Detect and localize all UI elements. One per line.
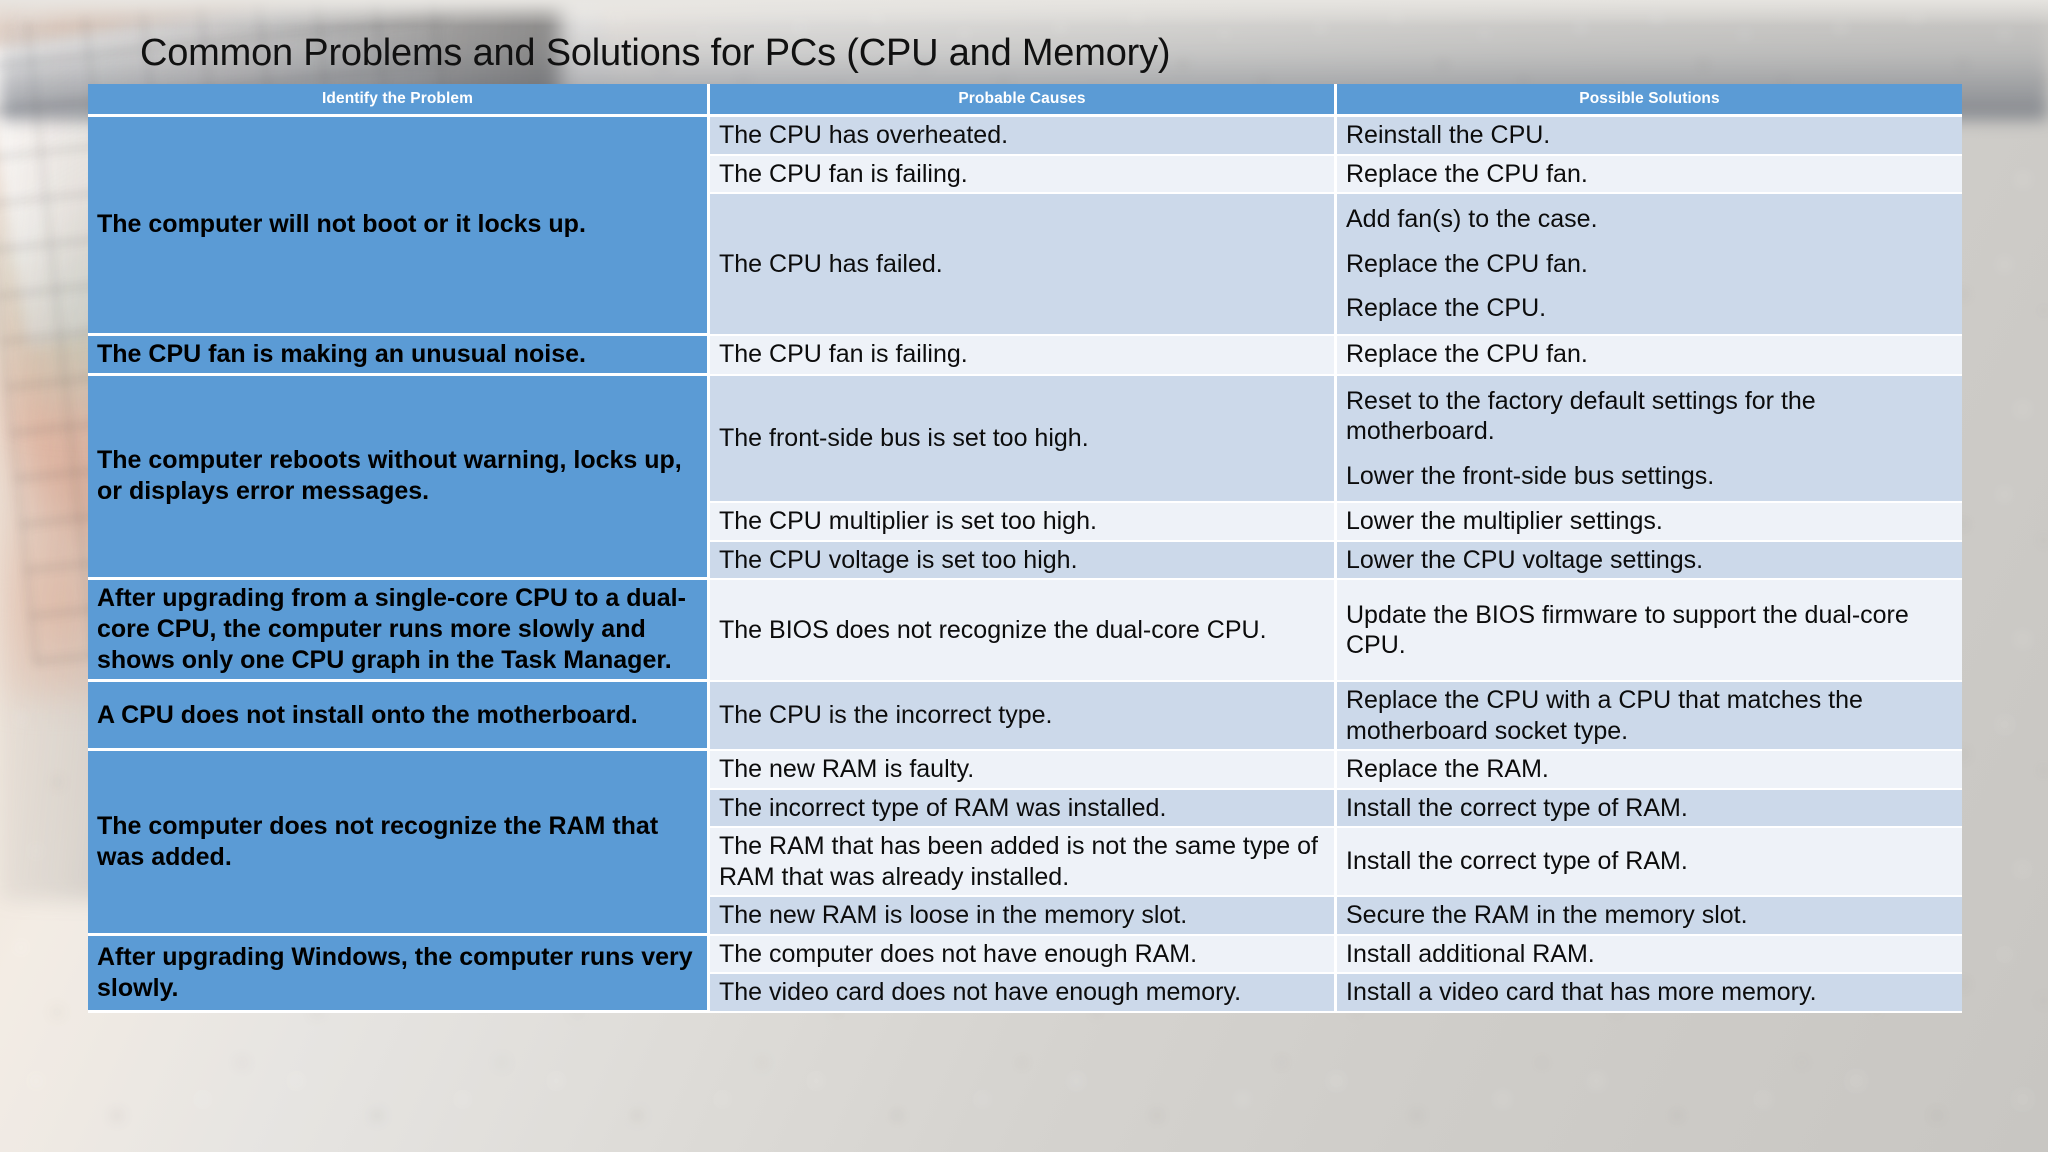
troubleshooting-table: Identify the Problem Probable Causes Pos… — [88, 84, 1962, 1013]
cause-cell: The incorrect type of RAM was installed. — [710, 789, 1337, 828]
table-row: The RAM that has been added is not the s… — [88, 828, 1962, 897]
cause-cell: The CPU fan is failing. — [710, 335, 1337, 376]
solution-cell: Install the correct type of RAM. — [1337, 828, 1962, 897]
solution-cell: Install a video card that has more memor… — [1337, 974, 1962, 1013]
table-row: The computer will not boot or it locks u… — [88, 117, 1962, 336]
table-row: The computer does not recognize the RAM … — [88, 751, 1962, 936]
problem-cell: After upgrading Windows, the computer ru… — [88, 935, 710, 1013]
solution-cell: Replace the CPU with a CPU that matches … — [1337, 682, 1962, 751]
cause-cell: The new RAM is loose in the memory slot. — [710, 897, 1337, 936]
cause-cell: The CPU fan is failing. — [710, 155, 1337, 194]
cause-cell: The computer does not have enough RAM. — [710, 935, 1337, 974]
solution-cell: Secure the RAM in the memory slot. — [1337, 897, 1962, 936]
column-header-possible-solutions: Possible Solutions — [1337, 84, 1962, 117]
cause-cell: The RAM that has been added is not the s… — [710, 828, 1337, 897]
problem-cell: The computer reboots without warning, lo… — [88, 375, 710, 580]
problem-cell: The computer will not boot or it locks u… — [88, 117, 710, 336]
solution-item: Reset to the factory default settings fo… — [1346, 386, 1816, 446]
solution-item: Replace the CPU. — [1346, 294, 1547, 322]
solution-list: Add fan(s) to the case. Replace the CPU f… — [1346, 197, 1954, 331]
solution-cell: Reinstall the CPU. — [1337, 117, 1962, 156]
column-header-probable-causes: Probable Causes — [710, 84, 1337, 117]
cause-cell: The CPU has overheated. — [710, 117, 1337, 156]
cause-cell: The CPU voltage is set too high. — [710, 541, 1337, 580]
solution-cell: Lower the multiplier settings. — [1337, 503, 1962, 542]
problem-cell: The computer does not recognize the RAM … — [88, 751, 710, 936]
table-row: The CPU fan is failing.Replace the CPU f… — [88, 155, 1962, 194]
troubleshooting-table-wrapper: Identify the Problem Probable Causes Pos… — [88, 84, 1962, 1013]
cause-cell: The BIOS does not recognize the dual-cor… — [710, 580, 1337, 682]
table-row: The incorrect type of RAM was installed.… — [88, 789, 1962, 828]
solution-item: Replace the CPU fan. — [1346, 249, 1588, 278]
table-body: The computer will not boot or it locks u… — [88, 117, 1962, 1013]
table-row: The CPU has failed.Add fan(s) to the cas… — [88, 194, 1962, 336]
solution-cell: Replace the RAM. — [1337, 751, 1962, 790]
problem-cell: The CPU fan is making an unusual noise. — [88, 335, 710, 376]
table-row: After upgrading Windows, the computer ru… — [88, 935, 1962, 1013]
page-title: Common Problems and Solutions for PCs (C… — [140, 32, 1171, 74]
table-row: After upgrading from a single-core CPU t… — [88, 580, 1962, 682]
solution-item: Lower the front-side bus settings. — [1346, 461, 1715, 490]
table-row: The computer reboots without warning, lo… — [88, 375, 1962, 580]
solution-cell: Replace the CPU fan. — [1337, 335, 1962, 376]
solution-cell: Reset to the factory default settings fo… — [1337, 375, 1962, 503]
cause-cell: The CPU is the incorrect type. — [710, 682, 1337, 751]
cause-cell: The CPU multiplier is set too high. — [710, 503, 1337, 542]
cause-cell: The new RAM is faulty. — [710, 751, 1337, 790]
problem-cell: A CPU does not install onto the motherbo… — [88, 682, 710, 751]
solution-cell: Install the correct type of RAM. — [1337, 789, 1962, 828]
table-row: The CPU fan is making an unusual noise.T… — [88, 335, 1962, 376]
solution-cell: Add fan(s) to the case. Replace the CPU f… — [1337, 194, 1962, 336]
cause-cell: The CPU has failed. — [710, 194, 1337, 336]
problem-cell: After upgrading from a single-core CPU t… — [88, 580, 710, 682]
table-row: The CPU voltage is set too high.Lower th… — [88, 541, 1962, 580]
solution-cell: Lower the CPU voltage settings. — [1337, 541, 1962, 580]
table-row: The CPU multiplier is set too high.Lower… — [88, 503, 1962, 542]
cause-cell: The front-side bus is set too high. — [710, 375, 1337, 503]
table-row: The new RAM is loose in the memory slot.… — [88, 897, 1962, 936]
table-row: The video card does not have enough memo… — [88, 974, 1962, 1013]
table-row: A CPU does not install onto the motherbo… — [88, 682, 1962, 751]
solution-cell: Install additional RAM. — [1337, 935, 1962, 974]
solution-list: Reset to the factory default settings fo… — [1346, 379, 1954, 499]
solution-item: Add fan(s) to the case. — [1346, 205, 1598, 233]
table-header-row: Identify the Problem Probable Causes Pos… — [88, 84, 1962, 117]
column-header-identify-the-problem: Identify the Problem — [88, 84, 710, 117]
cause-cell: The video card does not have enough memo… — [710, 974, 1337, 1013]
background-top-strip — [0, 0, 2048, 26]
solution-cell: Update the BIOS firmware to support the … — [1337, 580, 1962, 682]
solution-cell: Replace the CPU fan. — [1337, 155, 1962, 194]
